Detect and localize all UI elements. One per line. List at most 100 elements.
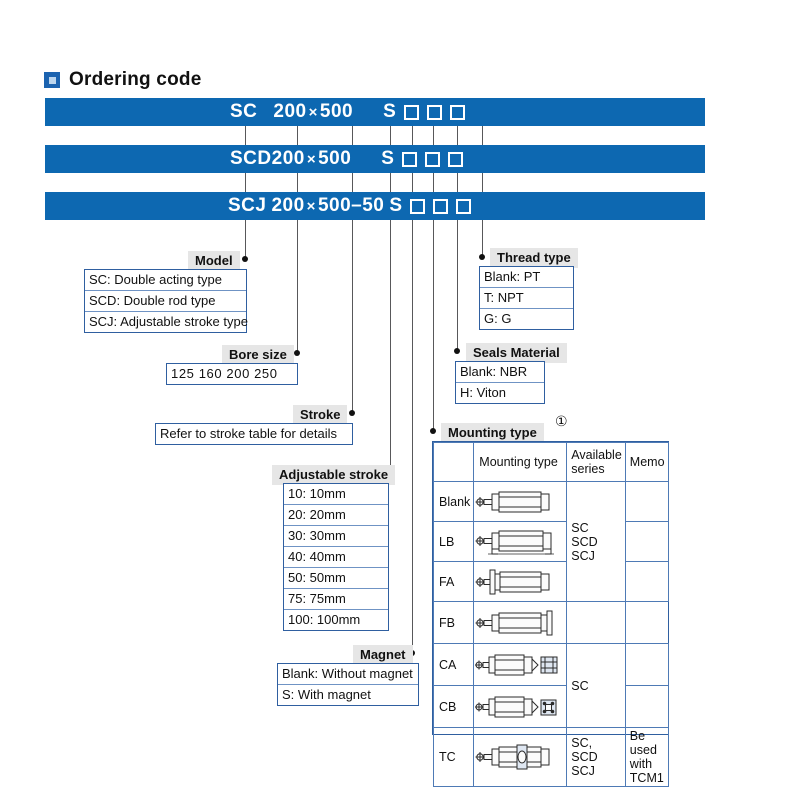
cell-code-cb: CB bbox=[432, 685, 475, 728]
cylinder-fb-rear-flange-icon bbox=[475, 610, 553, 635]
callout-label-bore-size: Bore size bbox=[222, 345, 294, 365]
tick-model bbox=[245, 126, 246, 145]
code-empty-box-3-scj bbox=[455, 198, 471, 214]
table-row: FA bbox=[432, 561, 669, 602]
options-seals-material: Blank: NBR H: Viton bbox=[455, 361, 545, 404]
page-title-row: Ordering code bbox=[44, 64, 444, 96]
cylinder-tc-trunnion-icon bbox=[475, 744, 550, 770]
options-magnet: Blank: Without magnet S: With magnet bbox=[277, 663, 419, 706]
leader-dot-seals bbox=[454, 348, 460, 354]
code-empty-box-3-sc bbox=[450, 104, 466, 120]
cell-code-fa: FA bbox=[432, 561, 475, 602]
code-times-scj: × bbox=[306, 197, 316, 215]
tick-thread bbox=[482, 126, 483, 145]
option-seals-blank: Blank: NBR bbox=[456, 362, 544, 383]
cell-code-lb: LB bbox=[432, 521, 475, 562]
leader-dot-thread bbox=[479, 254, 485, 260]
cell-memo-fa bbox=[624, 561, 669, 602]
tick2-magnet bbox=[412, 173, 413, 192]
code-empty-box-2-sc bbox=[427, 104, 443, 120]
tick-magnet bbox=[412, 126, 413, 145]
option-magnet-blank: Blank: Without magnet bbox=[278, 664, 418, 685]
options-model: SC: Double acting type SCD: Double rod t… bbox=[84, 269, 248, 333]
code-model-scj: SCJ bbox=[228, 195, 267, 216]
header-cell-mounting-type: Mounting type bbox=[473, 442, 568, 482]
table-row: TC SC, SCD bbox=[432, 727, 669, 787]
cylinder-lb-foot-icon bbox=[475, 530, 555, 554]
code-bar-scj: SCJ 200 × 500 –50 S bbox=[45, 192, 705, 220]
code-adjstroke-scj: –50 bbox=[351, 195, 385, 216]
code-stroke-sc: 500 bbox=[319, 101, 354, 122]
cell-code-blank: Blank bbox=[432, 481, 475, 522]
code-stroke-scd: 500 bbox=[318, 148, 352, 169]
cylinder-ca-clevis-icon bbox=[475, 654, 558, 675]
code-bore-sc: 200 bbox=[273, 101, 307, 122]
leader-thread bbox=[482, 220, 483, 258]
page-title: Ordering code bbox=[69, 69, 202, 90]
table-row: LB bbox=[432, 521, 669, 562]
code-magnet-scj: S bbox=[389, 195, 403, 216]
cell-icon-cylinder-tc bbox=[473, 727, 568, 787]
option-thread-g: G: G bbox=[484, 311, 512, 326]
tick2-seals bbox=[457, 173, 458, 192]
leader-adjstroke bbox=[390, 220, 391, 474]
tick-seals bbox=[457, 126, 458, 145]
option-model-scd: SCD: Double rod type bbox=[85, 291, 246, 312]
option-model-sc: SC: Double acting type bbox=[85, 270, 246, 291]
leader-dot-model bbox=[242, 256, 248, 262]
option-adj-40: 40: 40mm bbox=[284, 547, 388, 568]
header-cell-blank bbox=[432, 442, 475, 482]
cell-code-ca: CA bbox=[432, 643, 475, 686]
leader-mounting bbox=[433, 220, 434, 432]
cell-memo-ca bbox=[624, 643, 669, 686]
cell-code-fb: FB bbox=[432, 601, 475, 644]
tick-bore bbox=[297, 126, 298, 145]
leader-model bbox=[245, 220, 246, 260]
code-empty-box-1-sc bbox=[404, 104, 420, 120]
tick2-bore bbox=[297, 173, 298, 192]
code-magnet-scd: S bbox=[381, 148, 395, 169]
options-bore-size: 125 160 200 250 bbox=[166, 363, 298, 385]
callout-label-magnet: Magnet bbox=[353, 645, 413, 665]
option-thread-t: T: NPT bbox=[480, 288, 573, 309]
leader-dot-mounting bbox=[430, 428, 436, 434]
table-row: CB bbox=[432, 685, 669, 728]
cell-memo-cb bbox=[624, 685, 669, 728]
option-magnet-s: S: With magnet bbox=[282, 687, 371, 702]
options-stroke: Refer to stroke table for details bbox=[155, 423, 353, 445]
code-model-scd: SCD bbox=[230, 148, 272, 169]
callout-label-mounting-type: Mounting type bbox=[441, 423, 544, 443]
cell-series-group-3: SC, SCD SCJ bbox=[566, 727, 626, 787]
option-adj-100: 100: 100mm bbox=[288, 612, 361, 627]
code-bar-scd: SCD 200 × 500 S bbox=[45, 145, 705, 173]
option-adj-75: 75: 75mm bbox=[284, 589, 388, 610]
leader-stroke bbox=[352, 220, 353, 414]
code-bore-scj: 200 bbox=[271, 195, 305, 216]
header-cell-available-series: Available series bbox=[566, 442, 626, 482]
tick-adj bbox=[390, 126, 391, 145]
square-bullet-icon bbox=[44, 72, 60, 88]
tick2-thread bbox=[482, 173, 483, 192]
cell-memo-tc: Be used with TCM1 bbox=[624, 727, 669, 787]
leader-dot-bore bbox=[294, 350, 300, 356]
tick-mount bbox=[433, 126, 434, 145]
code-empty-box-1-scj bbox=[409, 198, 425, 214]
mounting-note-marker: ① bbox=[555, 413, 568, 429]
code-times-scd: × bbox=[306, 150, 317, 168]
table-row: CA SC bbox=[432, 643, 669, 728]
callout-label-seals-material: Seals Material bbox=[466, 343, 567, 363]
cell-series-group-1: SC SCD SCJ bbox=[566, 481, 626, 602]
tick2-stroke bbox=[352, 173, 353, 192]
code-empty-box-1-scd bbox=[402, 151, 418, 167]
cell-icon-cylinder-lb bbox=[473, 521, 568, 562]
leader-dot-stroke bbox=[349, 410, 355, 416]
cylinder-cb-clevis-icon bbox=[475, 696, 557, 717]
option-adj-30: 30: 30mm bbox=[284, 526, 388, 547]
options-adjustable-stroke: 10: 10mm 20: 20mm 30: 30mm 40: 40mm 50: … bbox=[283, 483, 389, 631]
cell-memo-blank bbox=[624, 481, 669, 522]
header-cell-memo: Memo bbox=[624, 442, 669, 482]
tick-stroke bbox=[352, 126, 353, 145]
option-adj-10: 10: 10mm bbox=[284, 484, 388, 505]
option-bore-sizes: 125 160 200 250 bbox=[171, 366, 278, 381]
cell-icon-cylinder-cb bbox=[473, 685, 568, 728]
